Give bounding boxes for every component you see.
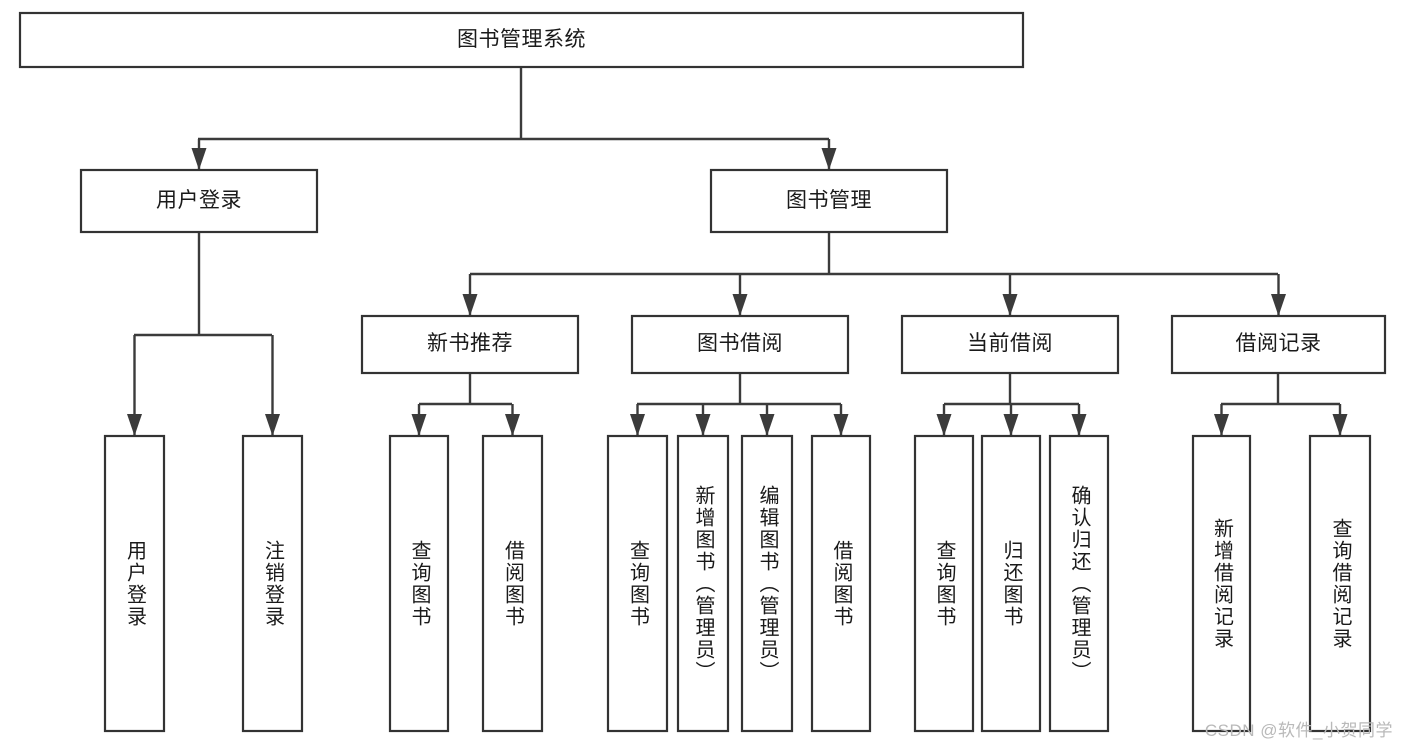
- connector-arrow-icon: [1332, 414, 1348, 436]
- node-box-new-book-recommend[interactable]: [360, 314, 580, 375]
- connector-arrow-icon: [411, 414, 427, 436]
- connector-arrow-icon: [1002, 294, 1018, 316]
- connector-arrow-icon: [630, 414, 645, 436]
- node-box-leaf-confirm-return[interactable]: [1048, 434, 1110, 733]
- connector-arrow-icon: [695, 414, 711, 436]
- node-box-book-manage[interactable]: [709, 168, 949, 234]
- connector-arrow-icon: [821, 148, 837, 170]
- connector-arrow-icon: [191, 148, 207, 170]
- node-box-current-borrow[interactable]: [900, 314, 1120, 375]
- connector-arrow-icon: [759, 414, 775, 436]
- node-box-leaf-query-book-rec[interactable]: [388, 434, 450, 733]
- connector-arrow-icon: [127, 414, 142, 436]
- node-box-leaf-return-book[interactable]: [980, 434, 1042, 733]
- connector-arrow-icon: [265, 414, 280, 436]
- node-box-leaf-query-book[interactable]: [606, 434, 669, 733]
- node-box-leaf-query-record[interactable]: [1308, 434, 1372, 733]
- node-box-leaf-query-book-cur[interactable]: [913, 434, 975, 733]
- node-box-leaf-borrow-book-rec[interactable]: [481, 434, 544, 733]
- node-box-user-login[interactable]: [79, 168, 319, 234]
- node-box-leaf-user-login[interactable]: [103, 434, 166, 733]
- watermark-text: CSDN @软件_小贺同学: [1204, 721, 1393, 740]
- connector-arrow-icon: [1003, 414, 1019, 436]
- connector-arrow-icon: [1071, 414, 1087, 436]
- node-box-book-borrow[interactable]: [630, 314, 850, 375]
- box-layer: [18, 11, 1387, 733]
- connector-arrow-icon: [1214, 414, 1229, 436]
- connector-arrow-icon: [505, 414, 520, 436]
- node-box-root[interactable]: [18, 11, 1025, 69]
- connector-arrow-icon: [462, 294, 478, 316]
- connector-arrow-icon: [833, 414, 849, 436]
- connector-arrow-icon: [732, 294, 748, 316]
- node-box-leaf-edit-book[interactable]: [740, 434, 794, 733]
- node-box-leaf-logout[interactable]: [241, 434, 304, 733]
- node-box-borrow-record[interactable]: [1170, 314, 1387, 375]
- node-box-leaf-borrow-book[interactable]: [810, 434, 872, 733]
- node-box-leaf-add-book[interactable]: [676, 434, 730, 733]
- connector-arrow-icon: [936, 414, 952, 436]
- connector-arrow-icon: [1271, 294, 1286, 316]
- node-box-leaf-add-record[interactable]: [1191, 434, 1252, 733]
- connector-layer: [127, 67, 1348, 436]
